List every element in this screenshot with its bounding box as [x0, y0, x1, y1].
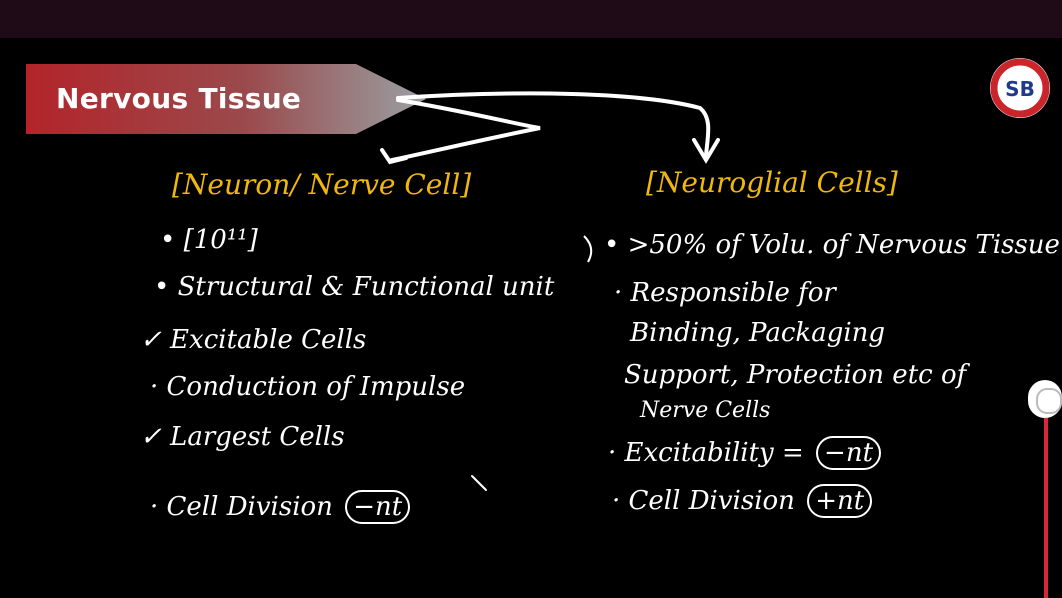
- right-heading: [Neuroglial Cells]: [646, 166, 898, 199]
- left-item-1: • [10¹¹]: [160, 225, 258, 255]
- logo-initials: SB: [1005, 77, 1035, 101]
- right-excitability-label: · Excitability =: [608, 438, 804, 468]
- right-item-5: Nerve Cells: [640, 398, 771, 423]
- left-heading: [Neuron/ Nerve Cell]: [172, 168, 472, 201]
- handle-ring-icon: [1036, 388, 1062, 414]
- banner-title: Nervous Tissue: [56, 82, 302, 115]
- banner-arrow-shape: [26, 64, 426, 134]
- tool-rail: [1044, 418, 1048, 598]
- left-item-4: · Conduction of Impulse: [150, 372, 466, 402]
- drawing-tool-handle[interactable]: [1028, 380, 1062, 418]
- left-item-3: ✓ Excitable Cells: [140, 325, 367, 355]
- right-cell-division-label: · Cell Division: [612, 486, 795, 516]
- left-cell-division-value: −nt: [345, 490, 411, 524]
- logo: SB: [988, 56, 1052, 120]
- right-item-4: Support, Protection etc of: [624, 360, 967, 390]
- left-cell-division-label: · Cell Division: [150, 492, 333, 522]
- left-cell-division: · Cell Division −nt: [150, 490, 411, 524]
- right-cell-division: · Cell Division +nt: [612, 484, 873, 518]
- right-cell-division-value: +nt: [807, 484, 873, 518]
- right-item-1: • >50% of Volu. of Nervous Tissue: [604, 230, 1060, 260]
- right-item-2: · Responsible for: [614, 278, 836, 308]
- right-excitability: · Excitability = −nt: [608, 436, 882, 470]
- title-banner: Nervous Tissue: [26, 64, 426, 134]
- left-item-2: • Structural & Functional unit: [154, 272, 555, 302]
- right-item-3: Binding, Packaging: [630, 318, 886, 348]
- top-bar: [0, 0, 1062, 38]
- left-item-5: ✓ Largest Cells: [140, 422, 345, 452]
- right-excitability-value: −nt: [816, 436, 882, 470]
